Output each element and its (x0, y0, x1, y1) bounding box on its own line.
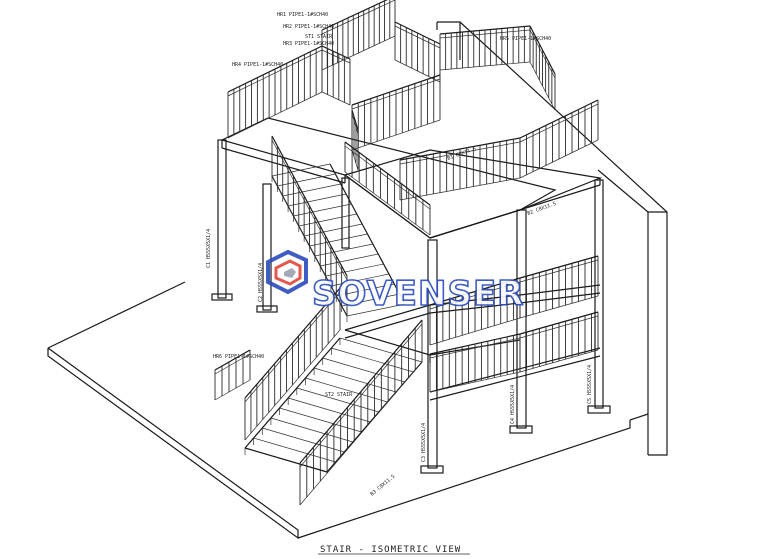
callout-labels: HR1 PIPE1-1#SCH40 HR2 PIPE1-1#SCH40 HR3 … (206, 12, 593, 498)
callout-hr6: HR6 PIPE1-1#SCH40 (213, 354, 264, 360)
callout-hr1: HR1 PIPE1-1#SCH40 (277, 12, 328, 18)
callout-hr3: HR3 PIPE1-1#SCH40 (283, 41, 334, 47)
callout-hr2: HR2 PIPE1-1#SCH40 (283, 24, 334, 30)
callout-c2: C2 HSS5X5X1/4 (258, 263, 264, 302)
callout-hr5: HR5 PIPE1-1#SCH40 (500, 36, 551, 42)
upper-landing (220, 117, 603, 239)
floor-slab (47, 281, 649, 540)
back-wall (436, 21, 668, 456)
callout-c3: C3 HSS5X5X1/4 (421, 423, 427, 462)
callout-st1: ST1 STAIR (305, 34, 333, 40)
callout-c4: C4 HSS5X5X1/4 (510, 385, 516, 424)
callout-b3: B3 C8X11.5 (369, 474, 396, 498)
callout-c5: C5 HSS5X5X1/4 (587, 365, 593, 404)
callout-c1: C1 HSS5X5X1/4 (206, 229, 212, 268)
guard-rails (214, 0, 599, 506)
drawing-title: STAIR - ISOMETRIC VIEW (320, 545, 461, 555)
sovenser-logo-icon (266, 249, 308, 295)
sovenser-watermark: SOVENSER (266, 249, 524, 315)
watermark-text: SOVENSER (312, 274, 524, 314)
callout-st2: ST2 STAIR (325, 392, 353, 398)
callout-hr4: HR4 PIPE1-1#SCH40 (232, 62, 283, 68)
